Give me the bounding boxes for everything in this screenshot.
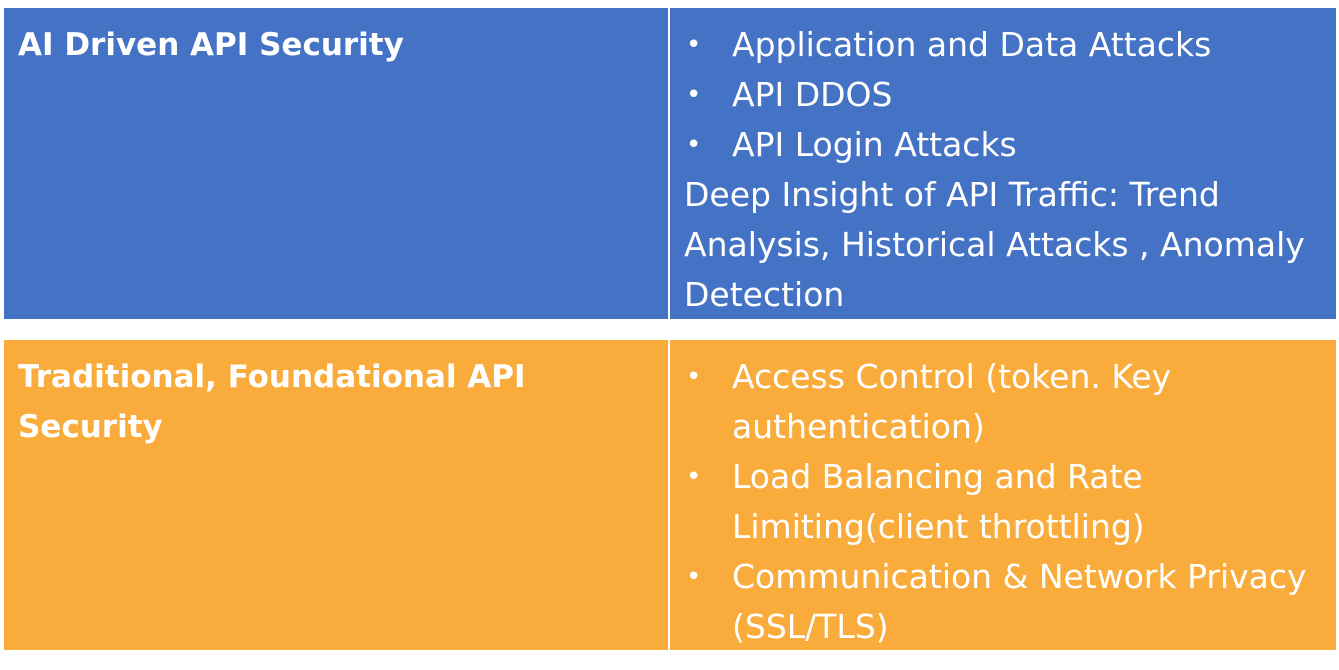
bullet-dot-icon: • — [686, 80, 702, 110]
bullet-text: Load Balancing and Rate Limiting(client … — [732, 457, 1145, 546]
list-item: • API DDOS — [684, 70, 1326, 120]
bullet-text: API Login Attacks — [732, 125, 1017, 164]
ai-driven-title-cell: AI Driven API Security — [4, 8, 668, 319]
ai-driven-details-cell: •Application and Data Attacks •API DDOS … — [670, 8, 1336, 319]
traditional-title-cell: Traditional, Foundational API Security — [4, 340, 668, 650]
traditional-bullet-list: • Access Control (token. Key authenticati… — [684, 352, 1326, 652]
bullet-text: Application and Data Attacks — [732, 25, 1212, 64]
traditional-row: Traditional, Foundational API Security •… — [4, 340, 1336, 650]
list-item: • API Login Attacks — [684, 120, 1326, 170]
bullet-dot-icon: • — [686, 562, 702, 592]
bullet-text: Access Control (token. Key authenticatio… — [732, 357, 1172, 446]
list-item: • Access Control (token. Key authenticati… — [684, 352, 1326, 452]
list-item: • Load Balancing and Rate Limiting(client… — [684, 452, 1326, 552]
ai-driven-bullet-list: •Application and Data Attacks •API DDOS … — [684, 20, 1326, 170]
traditional-title: Traditional, Foundational API Security — [18, 359, 526, 445]
traffic-insight-text: Deep Insight of API Traffic: Trend Analy… — [684, 175, 1305, 314]
traditional-details-cell: • Access Control (token. Key authenticati… — [670, 340, 1336, 650]
bullet-dot-icon: • — [686, 462, 702, 492]
ai-driven-row: AI Driven API Security • Application and … — [4, 8, 1336, 319]
bullet-dot-icon: • — [686, 130, 702, 160]
ai-driven-title: AI Driven API Security — [18, 27, 404, 63]
bullet-dot-icon: • — [686, 362, 702, 392]
bullet-text: API DDOS — [732, 75, 893, 114]
bullet-dot-icon: • — [686, 30, 702, 60]
list-item: • Application and Data Attacks — [684, 20, 1326, 70]
bullet-text: Communication & Network Privacy (SSL/TLS… — [732, 557, 1307, 646]
list-item: • Communication & Network Privacy (SSL/TL… — [684, 552, 1326, 652]
